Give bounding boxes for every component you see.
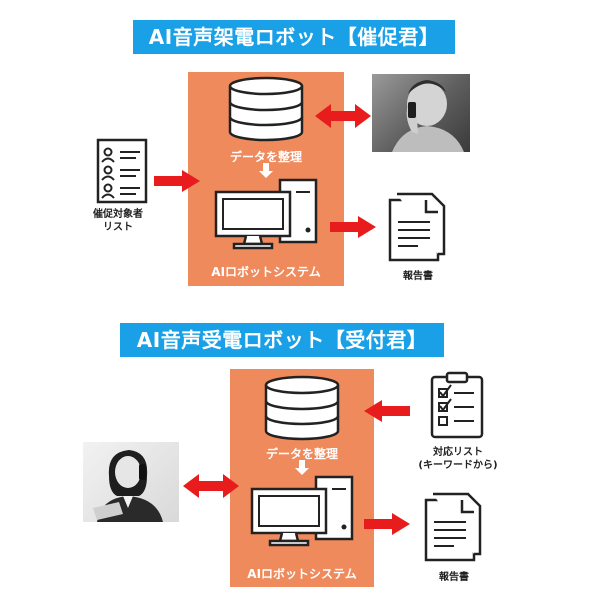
- section1-title: AI音声架電ロボット【催促君】: [148, 25, 440, 49]
- double-arrow: [183, 474, 239, 498]
- double-arrow: [315, 104, 371, 128]
- person-list-icon: [96, 138, 148, 204]
- section2-output-caption: 報告書: [439, 572, 469, 583]
- man-on-phone-photo: [372, 74, 470, 152]
- left-arrow: [364, 400, 410, 422]
- section2-input-caption-line1: 対応リスト: [433, 447, 483, 458]
- woman-on-phone-photo: [83, 442, 179, 522]
- checklist-icon: [430, 371, 484, 439]
- computer-icon: [214, 178, 318, 250]
- section2-input-caption-line2: (キーワードから): [418, 460, 498, 471]
- section2-title: AI音声受電ロボット【受付君】: [136, 328, 428, 352]
- down-arrow-icon: [259, 163, 273, 178]
- right-arrow: [330, 216, 376, 238]
- section1-ai-system-panel: データを整理 AIロボットシステム: [188, 72, 344, 286]
- section1-system-label: AIロボットシステム: [211, 265, 321, 279]
- section2-title-banner: AI音声受電ロボット【受付君】: [120, 323, 444, 357]
- section1-title-banner: AI音声架電ロボット【催促君】: [133, 20, 455, 54]
- section1-input-caption-line1: 催促対象者: [93, 209, 143, 220]
- section1-input-caption: 催促対象者 リスト: [76, 208, 160, 234]
- right-arrow: [364, 513, 410, 535]
- database-icon: [228, 76, 304, 142]
- section2-input-caption: 対応リスト (キーワードから): [398, 446, 518, 472]
- section1-output-caption: 報告書: [403, 271, 433, 282]
- section2-ai-system-panel: データを整理 AIロボットシステム: [230, 369, 374, 587]
- computer-icon: [250, 475, 354, 547]
- right-arrow: [154, 170, 200, 192]
- section2-data-label: データを整理: [265, 447, 338, 461]
- section1-input-caption-line2: リスト: [103, 222, 133, 233]
- section2-system-label: AIロボットシステム: [247, 567, 357, 581]
- down-arrow-icon: [295, 460, 309, 475]
- report-icon: [424, 492, 482, 562]
- report-icon: [388, 192, 446, 262]
- database-icon: [264, 375, 340, 441]
- section1-data-label: データを整理: [229, 150, 302, 164]
